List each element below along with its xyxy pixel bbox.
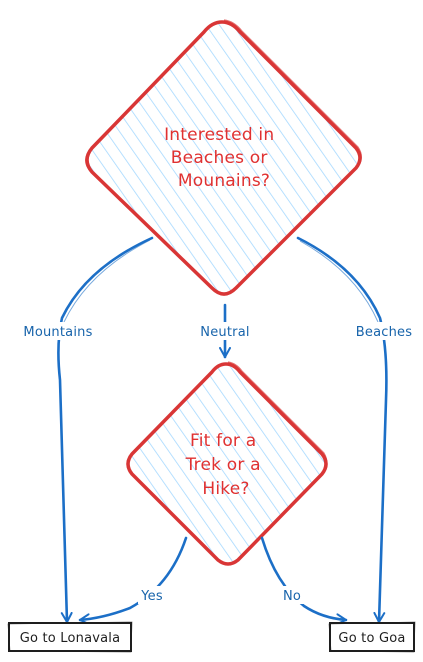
edge-yes-arrow: [78, 536, 188, 626]
edge-beaches-arrow: [296, 236, 388, 624]
edge-beaches-stroke2: [299, 240, 379, 323]
outcome-goa-box[interactable]: Go to Goa: [328, 621, 416, 653]
svg-text:Interested in Beaches: Interested in Beaches or Mounains?: [164, 125, 280, 191]
outcome-lonavala-box[interactable]: Go to Lonavala: [7, 621, 133, 653]
decision-1-line-1: Interested in: [164, 125, 274, 145]
edge-no-arrow: [260, 536, 348, 626]
outcome-lonavala-label: Go to Lonavala: [20, 631, 121, 646]
edge-label-yes: Yes: [140, 589, 163, 604]
decision-2-line-3: Hike?: [202, 479, 249, 499]
decision-2-line-1: Fit for a: [190, 431, 256, 451]
edge-label-no: No: [283, 589, 301, 604]
outcome-goa-label: Go to Goa: [338, 631, 405, 646]
decision-2-line-2: Trek or a: [185, 455, 261, 475]
edge-label-neutral: Neutral: [200, 325, 249, 340]
decision-fit-for-trek[interactable]: Fit for a Trek or a Hike?: [126, 361, 328, 566]
edge-label-mountains: Mountains: [23, 325, 92, 340]
edge-mountains-arrow: [57, 236, 154, 624]
decision-1-line-2: Beaches or: [171, 148, 268, 168]
edge-mountains-stroke2: [63, 239, 151, 323]
decision-1-line-3: Mounains?: [178, 171, 270, 191]
edge-label-beaches: Beaches: [356, 325, 412, 340]
decision-interested-beaches-mountains[interactable]: Interested in Beaches or Mounains?: [85, 19, 362, 296]
svg-text:Fit for a Trek or a: Fit for a Trek or a Hike?: [185, 431, 267, 499]
